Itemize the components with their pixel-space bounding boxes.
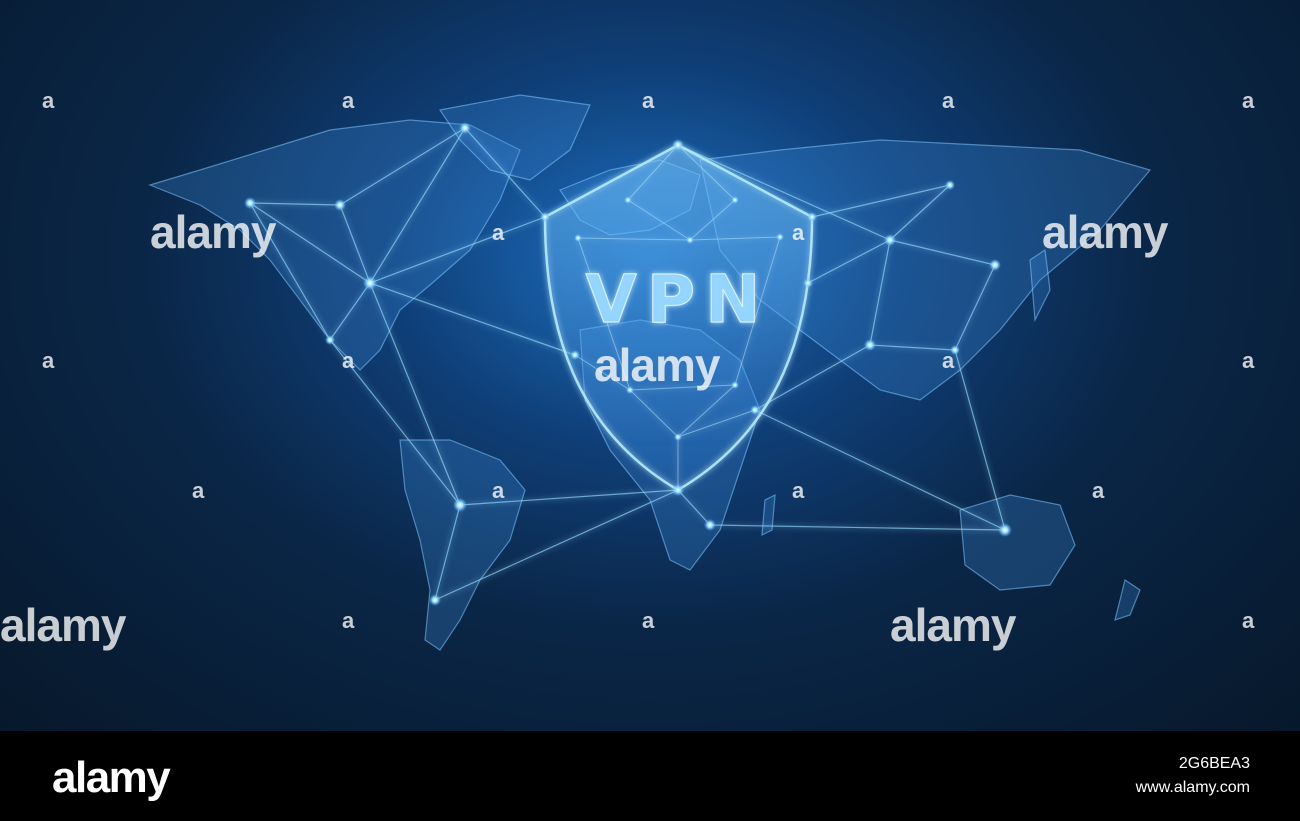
vpn-illustration: VPN alamy alamy alamy alamy alamy a a a … [0,0,1300,731]
watermark-glyph: a [492,478,504,503]
watermark: alamy [890,599,1016,651]
island-new-zealand [1114,579,1141,621]
watermark-glyph: a [942,348,954,373]
watermark: alamy [1042,206,1168,258]
watermark: alamy [594,339,720,391]
island-madagascar [761,493,776,537]
watermark-glyph: a [192,478,204,503]
continent-greenland [438,94,591,181]
watermark-glyph: a [342,348,354,373]
stock-footer: alamy 2G6BEA3 www.alamy.com [0,731,1300,821]
watermark-glyph: a [342,608,354,633]
brand-logo: alamy [52,753,171,802]
network-nodes [244,122,1012,606]
network-lines [249,127,1006,601]
watermark-glyph: a [492,220,504,245]
watermark-glyph: a [642,608,654,633]
shield-vpn-label: VPN [586,261,771,338]
watermark-glyph: a [1242,88,1254,113]
island-japan [1029,248,1051,323]
site-url: www.alamy.com [1135,779,1250,796]
watermark-glyph: a [1242,348,1254,373]
watermark-glyph: a [942,88,954,113]
continent-australia [959,494,1076,591]
continent-south-america [399,439,526,651]
watermark-glyph: a [642,88,654,113]
watermark-glyph: a [1242,608,1254,633]
watermark-glyph: a [792,220,804,245]
watermark-glyph: a [1092,478,1104,503]
watermark-glyph: a [792,478,804,503]
watermark-glyph: a [42,348,54,373]
watermark-glyph: a [342,88,354,113]
image-id: 2G6BEA3 [1178,755,1250,772]
watermark-glyph: a [42,88,54,113]
watermark: alamy [150,206,276,258]
continent-north-america [148,119,521,371]
world-map-network-art: VPN [148,94,1152,651]
watermark: alamy [0,599,126,651]
